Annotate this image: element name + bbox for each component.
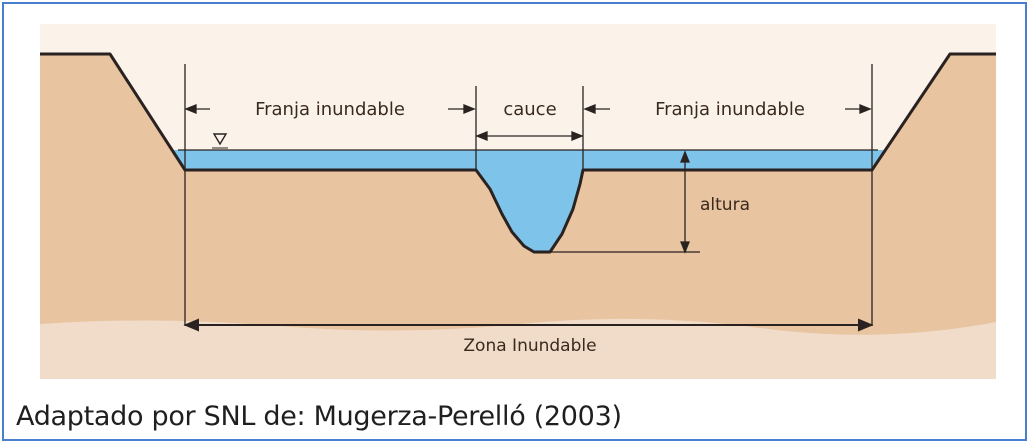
soil-terrain	[40, 54, 996, 344]
franja-right-label: Franja inundable	[655, 99, 805, 120]
zona-dimension	[183, 318, 874, 332]
floodplain-diagram: Franja inundable cauce Franja inundable …	[40, 24, 996, 379]
water-level-icon	[212, 133, 228, 149]
figure-caption: Adaptado por SNL de: Mugerza-Perelló (20…	[16, 401, 622, 432]
altura-label: altura	[700, 195, 750, 215]
franja-left-label: Franja inundable	[255, 99, 405, 120]
franja-right-dimension	[583, 104, 872, 114]
cauce-dimension	[475, 131, 584, 141]
altura-dimension	[534, 150, 700, 254]
cauce-label: cauce	[503, 99, 556, 120]
channel-water	[476, 150, 583, 252]
zona-label: Zona Inundable	[463, 336, 596, 356]
ground-strip	[40, 318, 996, 379]
franja-left-dimension	[184, 104, 476, 114]
